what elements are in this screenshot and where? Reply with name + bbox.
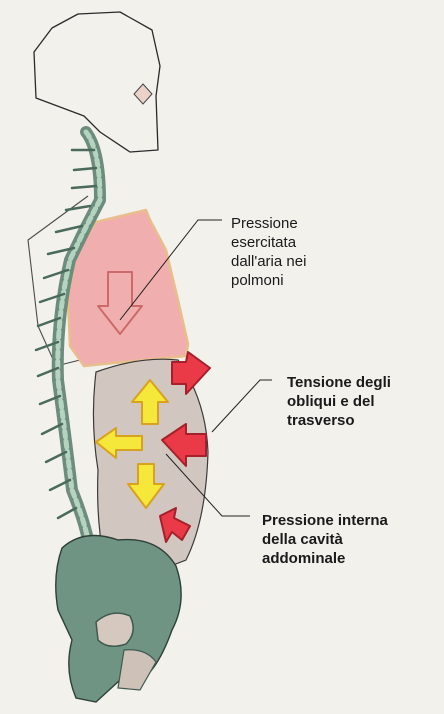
down-arrow-icon [97,271,143,335]
femur-head [117,649,157,691]
head-outline [33,11,161,153]
vertebral-processes [34,148,98,520]
label-oblique-tension: Tensione degli obliqui e del trasverso [287,374,391,429]
leader-line-obliques [211,379,272,433]
yellow-arrow-icon [95,379,169,509]
red-arrow-icon [159,351,211,543]
leader-line-abdominal [165,453,250,517]
spine-highlight [55,129,103,543]
jaw-bone [133,83,153,105]
label-abdominal-pressure: Pressione interna della cavità addominal… [262,512,388,567]
hip-socket [95,612,134,647]
label-lung-pressure: Pressione esercitata dall'aria nei polmo… [231,215,307,289]
leader-line-lungs [119,219,222,321]
leader-lines [119,219,272,517]
